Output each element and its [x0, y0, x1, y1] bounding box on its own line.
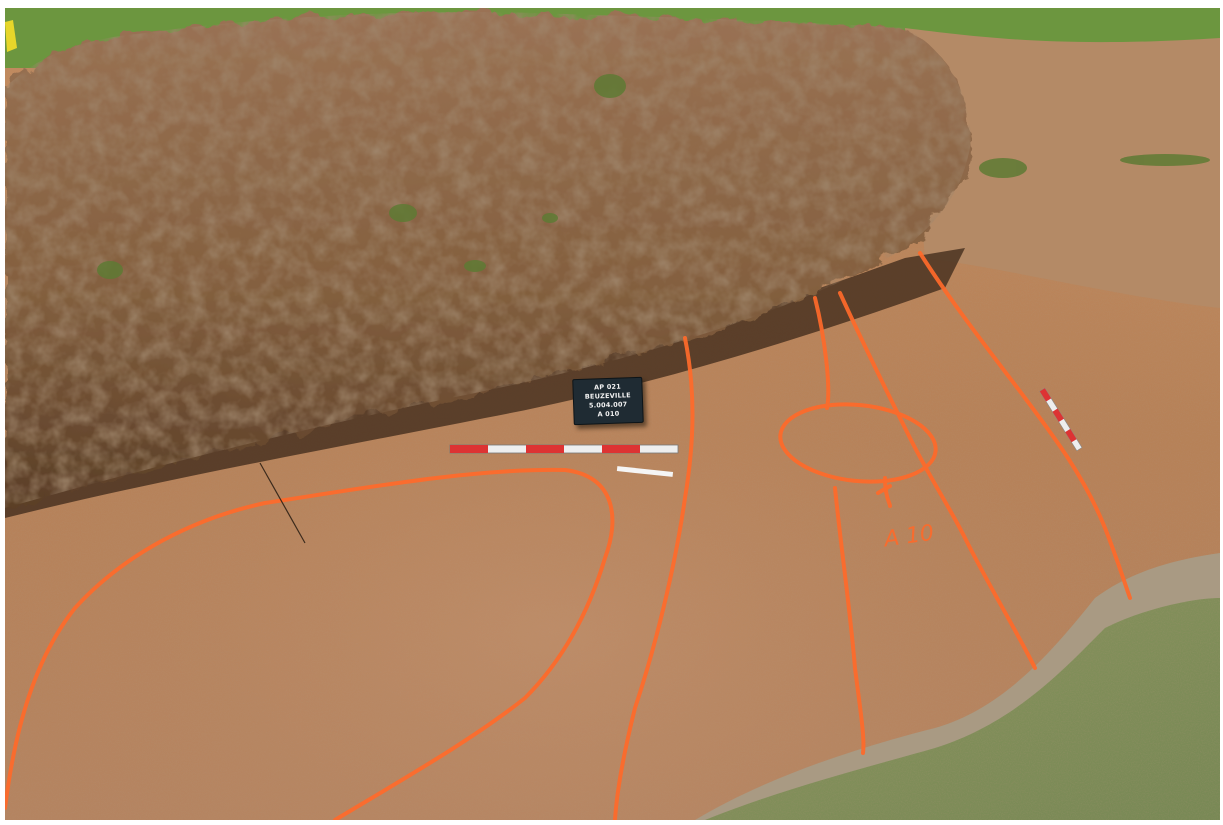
back-soil [905, 28, 1220, 308]
excavation-photo: A 10 AP 021 BEUZEVILLE [5, 8, 1220, 820]
heap-clods [5, 12, 971, 509]
site-sign: AP 021 BEUZEVILLE 5.004.007 A 010 [572, 376, 644, 426]
survey-marker [5, 20, 17, 52]
sign-line-4: A 010 [597, 409, 620, 419]
linear-ditch-edge-4 [918, 251, 1132, 600]
linear-ditch-edge-3 [838, 291, 1037, 670]
scale-bar-main [449, 444, 679, 454]
linear-ditch-edge-2 [813, 296, 866, 755]
painted-arrow [876, 476, 892, 508]
scale-bar-right [1039, 387, 1083, 452]
heap-grass-tufts [97, 74, 1210, 279]
linear-ditch-edge-1 [613, 336, 695, 820]
grass-bank-texture [705, 598, 1220, 820]
scale-bar-small [616, 466, 674, 477]
painted-feature-lines [5, 251, 1132, 820]
excavation-scene: A 10 [5, 8, 1220, 820]
feature-outline-left [5, 467, 615, 820]
pit-outline-A10 [778, 402, 938, 484]
survey-string [259, 462, 306, 544]
